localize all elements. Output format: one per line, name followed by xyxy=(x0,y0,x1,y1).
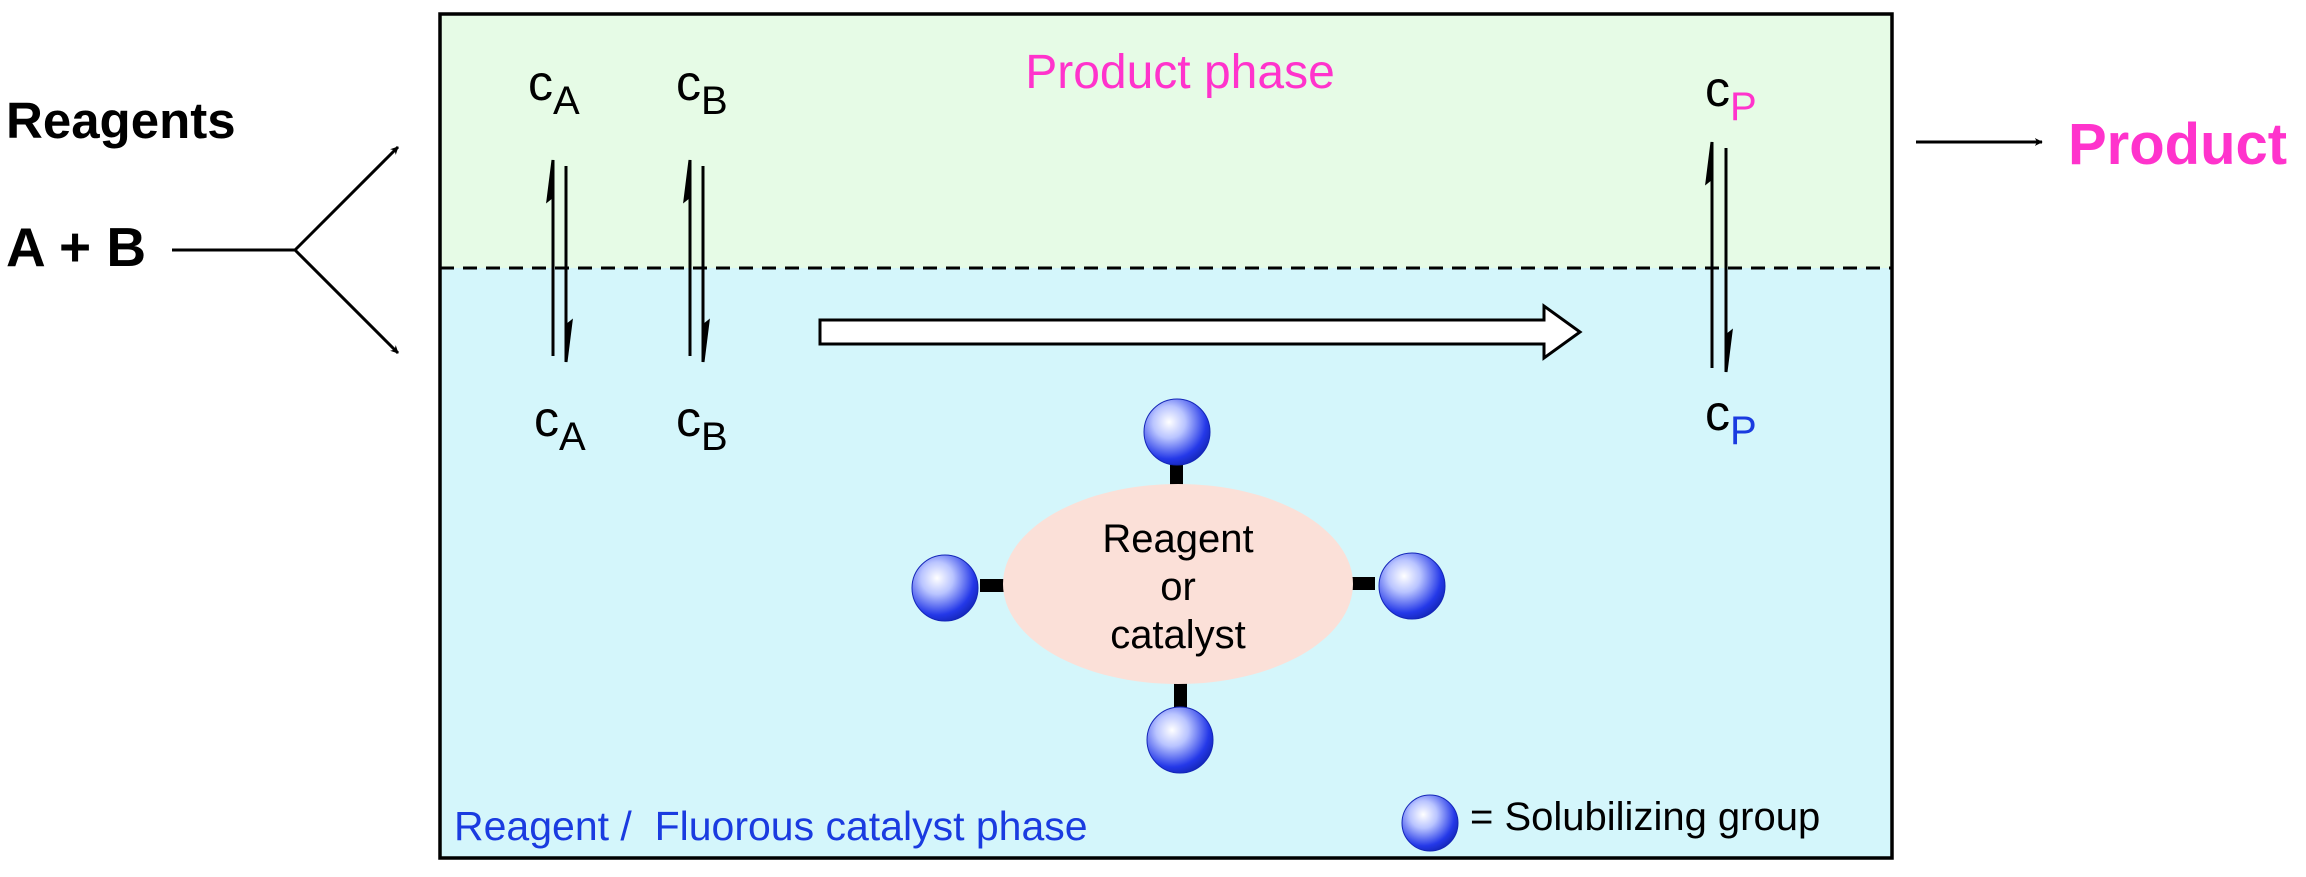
equilibrium-arrow-A xyxy=(546,159,573,363)
solubilizing-group-sphere-top xyxy=(1143,398,1211,466)
bond-bottom xyxy=(1174,680,1187,715)
species-cP-lower: cP xyxy=(1705,385,1757,453)
catalyst-ellipse xyxy=(1003,484,1353,684)
solubilizing-group-sphere-bottom xyxy=(1146,706,1214,774)
equilibrium-arrow-B xyxy=(683,159,710,363)
svg-text:cP: cP xyxy=(1705,385,1757,453)
product-output-label: Product xyxy=(2068,112,2287,177)
product-phase-label: Product phase xyxy=(1025,46,1335,99)
svg-text:cB: cB xyxy=(676,55,728,123)
svg-text:cB: cB xyxy=(676,391,728,459)
reaction-hollow-arrow xyxy=(818,303,1583,361)
species-cP-upper: cP xyxy=(1705,61,1757,129)
product-phase-background xyxy=(440,14,1892,268)
species-cA-upper: cA xyxy=(528,55,580,123)
equilibrium-arrow-P xyxy=(1705,141,1733,373)
split-feed-arrow xyxy=(172,145,400,355)
catalyst-label-line3: catalyst xyxy=(1110,613,1246,657)
species-cA-lower: cA xyxy=(534,391,586,459)
catalyst-phase-label: Reagent / Fluorous catalyst phase xyxy=(454,803,1088,849)
catalyst-label-line1: Reagent xyxy=(1102,517,1253,561)
species-cB-lower: cB xyxy=(676,391,728,459)
reactants-label: A + B xyxy=(6,216,146,278)
upper-phase-region xyxy=(440,14,1892,268)
bond-left xyxy=(980,579,1010,592)
solubilizing-group-sphere-left xyxy=(911,554,979,622)
solubilizing-group-sphere-right xyxy=(1378,552,1446,620)
species-cB-upper: cB xyxy=(676,55,728,123)
reactor-frame xyxy=(438,12,1894,860)
legend: = Solubilizing group xyxy=(1401,794,1820,852)
reagents-label: Reagents xyxy=(6,92,236,149)
catalyst-complex: Reagent or catalyst xyxy=(911,398,1446,774)
catalyst-label-line2: or xyxy=(1160,565,1196,609)
svg-text:cP: cP xyxy=(1705,61,1757,129)
legend-text: = Solubilizing group xyxy=(1470,795,1820,839)
svg-text:cA: cA xyxy=(534,391,586,459)
legend-sphere-icon xyxy=(1401,794,1459,852)
svg-text:cA: cA xyxy=(528,55,580,123)
